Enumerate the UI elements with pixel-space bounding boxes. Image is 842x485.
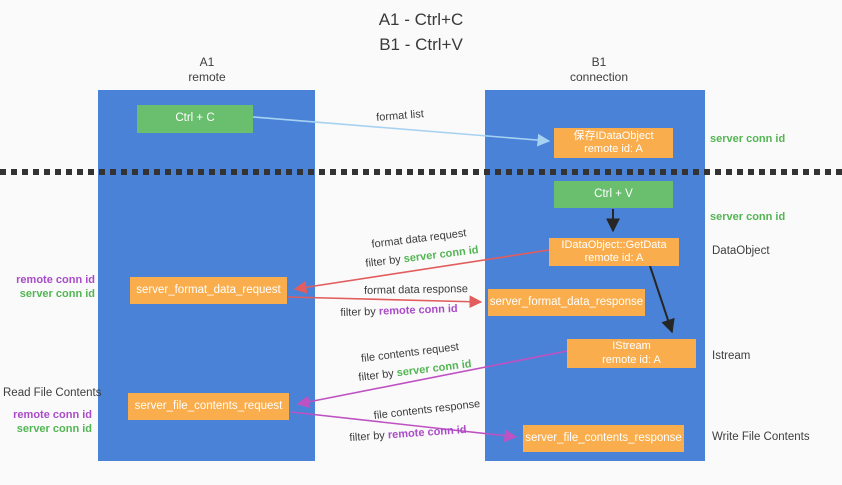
node-save-idataobject-line2: remote id: A: [584, 143, 643, 155]
diagram-title: A1 - Ctrl+C B1 - Ctrl+V: [0, 8, 842, 57]
node-server-file-contents-response-label: server_file_contents_response: [525, 431, 682, 444]
right-column-header-line2: connection: [569, 70, 629, 84]
node-server-format-data-request-label: server_format_data_request: [136, 283, 281, 296]
left-annotation-format-ids: remote conn id server conn id: [8, 273, 95, 301]
arrow-file-contents-request: [296, 350, 568, 409]
left-column-header: A1 remote: [147, 55, 267, 85]
left-column-header-line2: remote: [188, 70, 226, 84]
right-annotation-server-conn-id-1: server conn id: [710, 133, 786, 145]
right-annotation-server-conn-id-2: server conn id: [710, 211, 786, 223]
node-ctrl-c-label: Ctrl + C: [175, 112, 215, 125]
node-istream: IStream remote id: A: [567, 339, 696, 368]
title-line-1: A1 - Ctrl+C: [378, 10, 464, 29]
node-save-idataobject-line1: 保存IDataObject: [573, 129, 654, 142]
node-server-format-data-response: server_format_data_response: [488, 289, 645, 316]
server-conn-id-label: server conn id: [16, 423, 92, 435]
right-annotation-istream: Istream: [712, 350, 751, 362]
node-idataobject-getdata-line2: remote id: A: [584, 252, 644, 264]
arrow-format-list: [252, 116, 551, 147]
left-annotation-file-contents: Read File Contents remote conn id server…: [3, 386, 102, 436]
arrow-format-data-request: [293, 249, 550, 294]
node-save-idataobject: 保存IDataObject remote id: A: [554, 128, 673, 158]
node-server-file-contents-request: server_file_contents_request: [128, 393, 289, 420]
node-ctrl-v-label: Ctrl + V: [594, 187, 633, 200]
node-idataobject-getdata-line1: IDataObject::GetData: [561, 238, 667, 251]
right-annotation-dataobject: DataObject: [712, 245, 770, 257]
right-annotation-write-file-contents: Write File Contents: [712, 431, 810, 443]
filter-by-text: filter by: [340, 305, 380, 320]
right-column-header: B1 connection: [539, 55, 659, 85]
server-conn-id-label: server conn id: [19, 288, 95, 300]
arrow-getdata-to-istream: [649, 265, 675, 334]
node-ctrl-v: Ctrl + V: [554, 181, 673, 208]
dotted-divider-line: [0, 169, 842, 175]
node-istream-line2: remote id: A: [602, 353, 661, 366]
node-istream-line1: IStream: [612, 340, 651, 353]
left-column-header-line1: A1: [199, 55, 215, 69]
node-server-format-data-response-label: server_format_data_response: [489, 295, 644, 308]
node-idataobject-getdata: IDataObject::GetData remote id: A: [549, 238, 679, 266]
arrow-file-contents-response: [290, 411, 518, 443]
edge-label-format-data-response: format data response: [363, 283, 469, 297]
right-column-header-line1: B1: [591, 55, 607, 69]
node-server-format-data-request: server_format_data_request: [130, 277, 287, 304]
node-server-file-contents-request-label: server_file_contents_request: [134, 399, 283, 412]
arrow-format-data-response: [287, 295, 483, 309]
read-file-contents-label: Read File Contents: [3, 387, 102, 399]
node-ctrl-c: Ctrl + C: [137, 105, 253, 133]
node-server-file-contents-response: server_file_contents_response: [523, 425, 684, 452]
remote-conn-id-label: remote conn id: [13, 409, 92, 421]
remote-conn-id-label: remote conn id: [16, 274, 95, 286]
title-line-2: B1 - Ctrl+V: [379, 34, 463, 54]
